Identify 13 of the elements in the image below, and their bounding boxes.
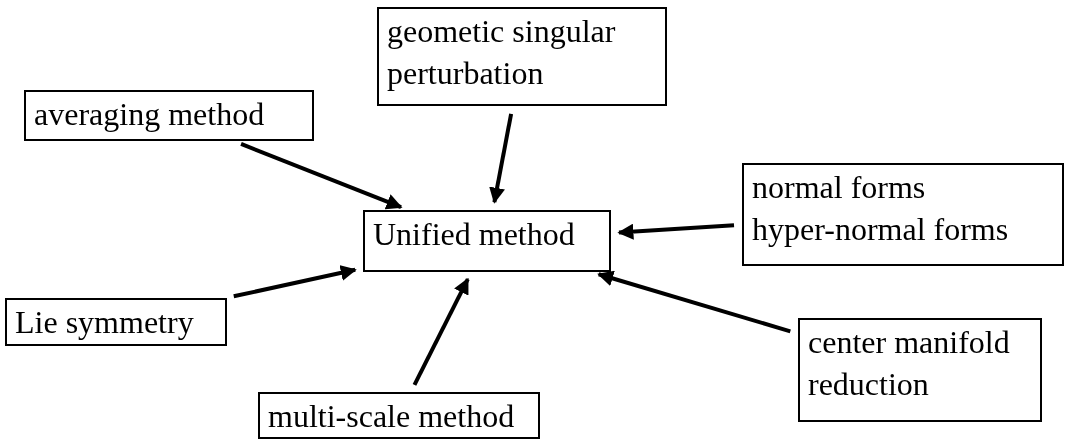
method-box: geometic singular perturbation — [377, 7, 667, 106]
method-box: Lie symmetry — [5, 298, 227, 346]
arrow — [240, 142, 403, 210]
arrow — [597, 270, 791, 334]
arrow — [489, 113, 514, 204]
method-box: multi-scale method — [258, 392, 540, 439]
arrow — [617, 223, 735, 240]
method-box: center manifold reduction — [798, 318, 1042, 422]
method-box: normal forms hyper-normal forms — [742, 163, 1064, 266]
arrow — [233, 265, 357, 299]
method-box: averaging method — [24, 90, 314, 141]
central-box: Unified method — [363, 210, 611, 272]
arrow — [412, 277, 470, 386]
